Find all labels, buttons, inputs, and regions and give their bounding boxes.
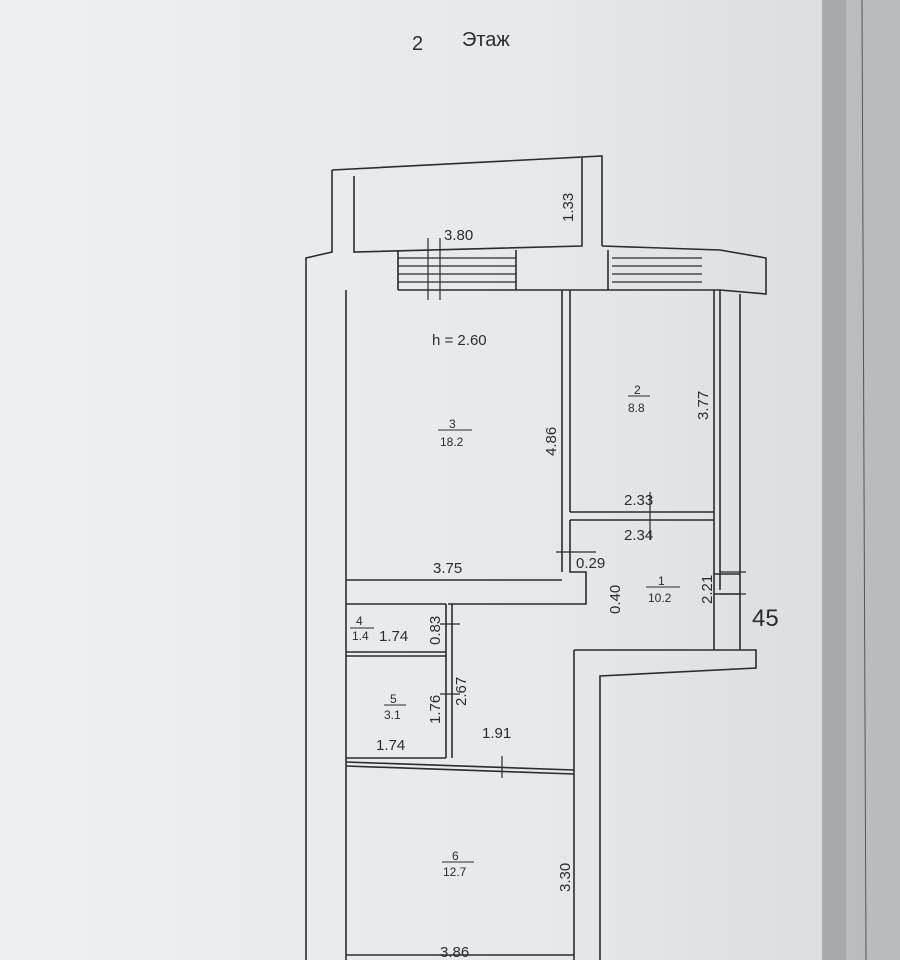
- area-fraction-bars: [350, 395, 680, 863]
- outer-wall-right: [719, 290, 741, 650]
- walls-rooms-4-5: [346, 603, 453, 759]
- floor-label: Этаж: [462, 29, 510, 51]
- wall-2-1: [570, 290, 715, 650]
- room-4-area: 1.4: [352, 629, 369, 643]
- wall-step: [448, 520, 587, 605]
- dim-room2-height: 3.77: [695, 391, 712, 420]
- window-left: [398, 257, 516, 283]
- next-page-edge: [846, 0, 900, 960]
- ceiling-height: h = 2.60: [432, 332, 487, 349]
- room-4-number: 4: [356, 614, 363, 628]
- wall-6-top: [345, 761, 575, 775]
- dim-room6-width: 3.86: [440, 944, 469, 960]
- dim-balcony-depth: 1.33: [560, 193, 577, 222]
- dim-room3-height: 4.86: [543, 427, 560, 456]
- dim-step-small: 0.29: [576, 555, 605, 572]
- room-6-number: 6: [452, 849, 459, 863]
- dim-room2-width: 2.33: [624, 492, 653, 509]
- room-2-area: 8.8: [628, 401, 645, 415]
- page-fold-shadow: [822, 0, 846, 960]
- dim-step-depth: 0.40: [607, 585, 624, 614]
- balcony-outline: [331, 155, 603, 253]
- floor-number: 2: [412, 33, 423, 55]
- room-5-number: 5: [390, 692, 397, 706]
- dim-room5-width: 1.74: [376, 737, 405, 754]
- dim-room4-width: 1.74: [379, 628, 408, 645]
- dim-corridor-width: 1.91: [482, 725, 511, 742]
- window-right: [612, 257, 702, 283]
- dim-room4-height: 0.83: [427, 616, 444, 645]
- wall-3-2: [561, 290, 571, 572]
- page-number: 45: [752, 605, 779, 632]
- dim-room5-height: 1.76: [427, 695, 444, 724]
- outer-wall-left: [305, 170, 333, 960]
- dim-room1-height: 2.21: [699, 575, 716, 604]
- dimension-ticks: [427, 238, 746, 778]
- room-6-area: 12.7: [443, 865, 467, 879]
- room-5-area: 3.1: [384, 708, 401, 722]
- dim-corridor-height: 2.67: [453, 677, 470, 706]
- dim-room1-width: 2.34: [624, 527, 653, 544]
- dim-balcony-width: 3.80: [444, 227, 473, 244]
- dim-room6-height: 3.30: [557, 863, 574, 892]
- room-3-area: 18.2: [440, 435, 464, 449]
- room-1-number: 1: [658, 574, 665, 588]
- room-3-number: 3: [449, 417, 456, 431]
- walls: [305, 155, 767, 960]
- dim-room3-width: 3.75: [433, 560, 462, 577]
- room-1-area: 10.2: [648, 591, 672, 605]
- window-jambs: [397, 250, 609, 290]
- next-page-line: [861, 0, 867, 960]
- wall-entry-block: [573, 649, 757, 960]
- room-2-number: 2: [634, 383, 641, 397]
- outer-wall-top: [398, 245, 767, 295]
